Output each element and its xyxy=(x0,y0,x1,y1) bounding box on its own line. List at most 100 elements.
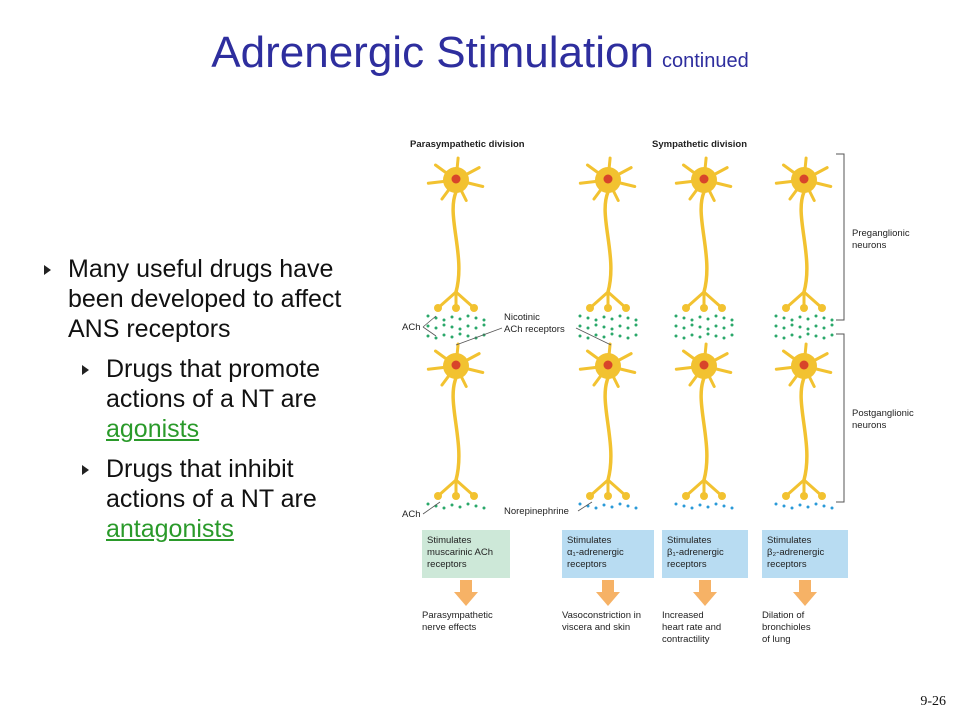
neurotransmitter-dot xyxy=(578,502,582,506)
neurotransmitter-dot xyxy=(466,314,470,318)
neurotransmitter-dot xyxy=(674,324,678,328)
nucleus xyxy=(699,360,709,370)
neurotransmitter-dot xyxy=(806,317,810,321)
terminal-knob xyxy=(586,304,594,312)
receptor-box-text: receptors xyxy=(427,559,467,570)
terminal-knob xyxy=(682,492,690,500)
nicotinic-label-2: ACh receptors xyxy=(504,324,565,335)
down-arrow-icon xyxy=(693,580,717,606)
receptor-box-text: Stimulates xyxy=(667,535,712,546)
axon-terminal xyxy=(607,478,627,498)
axon-terminal xyxy=(703,478,723,498)
neurotransmitter-dot xyxy=(806,327,810,331)
neurotransmitter-dot xyxy=(442,318,446,322)
neurotransmitter-dot xyxy=(682,326,686,330)
ach-label-top: ACh xyxy=(402,322,420,333)
neurotransmitter-dot xyxy=(618,314,622,318)
neuron-columns xyxy=(426,156,834,510)
neurotransmitter-dot xyxy=(602,503,606,507)
effect-text: viscera and skin xyxy=(562,622,630,633)
bullet-arrow-icon xyxy=(82,365,89,375)
neurotransmitter-dot xyxy=(706,327,710,331)
neurotransmitter-dot xyxy=(790,318,794,322)
antagonists-link[interactable]: antagonists xyxy=(106,515,234,543)
header-sympathetic: Sympathetic division xyxy=(652,139,747,150)
down-arrow-icon xyxy=(454,580,478,606)
neurotransmitter-dot xyxy=(434,336,438,340)
neurotransmitter-dot xyxy=(830,506,834,510)
neurotransmitter-dot xyxy=(450,335,454,339)
neurotransmitter-dot xyxy=(442,333,446,337)
neurotransmitter-dot xyxy=(730,318,734,322)
nicotinic-leader-line xyxy=(575,327,612,346)
neurotransmitter-dot xyxy=(782,504,786,508)
neurotransmitter-dot xyxy=(450,325,454,329)
neurotransmitter-dot xyxy=(426,314,430,318)
ach-leader-line xyxy=(422,315,437,328)
neurotransmitter-dot xyxy=(814,334,818,338)
neurotransmitter-dot xyxy=(774,334,778,338)
neurotransmitter-dot xyxy=(790,333,794,337)
terminal-knob xyxy=(604,492,612,500)
terminal-knob xyxy=(604,304,612,312)
neurotransmitter-dot xyxy=(610,332,614,336)
nucleus xyxy=(451,360,461,370)
terminal-knob xyxy=(434,304,442,312)
neurotransmitter-dot xyxy=(782,336,786,340)
postganglionic-label-1: Postganglionic xyxy=(852,408,914,419)
neurotransmitter-dot xyxy=(626,316,630,320)
neurotransmitter-dot xyxy=(714,324,718,328)
neurotransmitter-dot xyxy=(790,323,794,327)
axon-terminal xyxy=(803,478,823,498)
receptor-box-text: Stimulates xyxy=(427,535,472,546)
neurotransmitter-dot xyxy=(806,332,810,336)
neurotransmitter-dot xyxy=(682,316,686,320)
receptor-box-bg xyxy=(422,530,510,578)
neurotransmitter-dot xyxy=(798,503,802,507)
axon xyxy=(451,377,461,481)
neurotransmitter-dot xyxy=(674,314,678,318)
axon xyxy=(799,377,809,481)
bullet-arrow-icon xyxy=(82,465,89,475)
ans-receptor-diagram: Parasympathetic division Sympathetic div… xyxy=(402,139,914,645)
axon xyxy=(699,191,709,293)
nicotinic-label-1: Nicotinic xyxy=(504,312,540,323)
neurotransmitter-dot xyxy=(682,336,686,340)
terminal-knob xyxy=(718,304,726,312)
nucleus xyxy=(451,174,461,184)
terminal-knob xyxy=(818,492,826,500)
bullet-main-text: Many useful drugs have been developed to… xyxy=(68,255,342,343)
agonists-link[interactable]: agonists xyxy=(106,415,200,443)
receptor-box-text: β₂-adrenergic xyxy=(767,547,824,558)
neurotransmitter-dot xyxy=(426,324,430,328)
neuron xyxy=(578,156,638,340)
neurotransmitter-dot xyxy=(578,324,582,328)
terminal-knob xyxy=(682,304,690,312)
terminal-knob xyxy=(718,492,726,500)
neurotransmitter-dot xyxy=(626,504,630,508)
terminal-knob xyxy=(700,492,708,500)
receptor-box-text: Stimulates xyxy=(767,535,812,546)
neurotransmitter-dot xyxy=(594,323,598,327)
terminal-knob xyxy=(800,492,808,500)
neurotransmitter-dot xyxy=(602,315,606,319)
neurotransmitter-dot xyxy=(798,335,802,339)
neurotransmitter-dot xyxy=(714,334,718,338)
neurotransmitter-dot xyxy=(674,502,678,506)
neurotransmitter-dot xyxy=(634,323,638,327)
terminal-knob xyxy=(452,304,460,312)
terminal-knob xyxy=(818,304,826,312)
effect-text: heart rate and xyxy=(662,622,721,633)
neurotransmitter-dot xyxy=(634,318,638,322)
neurotransmitter-dot xyxy=(814,324,818,328)
neurotransmitter-dot xyxy=(730,333,734,337)
neurotransmitter-dot xyxy=(610,327,614,331)
title-main: Adrenergic Stimulation xyxy=(211,28,654,77)
receptor-box-text: muscarinic ACh xyxy=(427,547,493,558)
nucleus xyxy=(603,174,613,184)
terminal-knob xyxy=(586,492,594,500)
ach-leader-line xyxy=(422,501,441,515)
terminal-knob xyxy=(782,492,790,500)
neurotransmitter-dot xyxy=(690,323,694,327)
